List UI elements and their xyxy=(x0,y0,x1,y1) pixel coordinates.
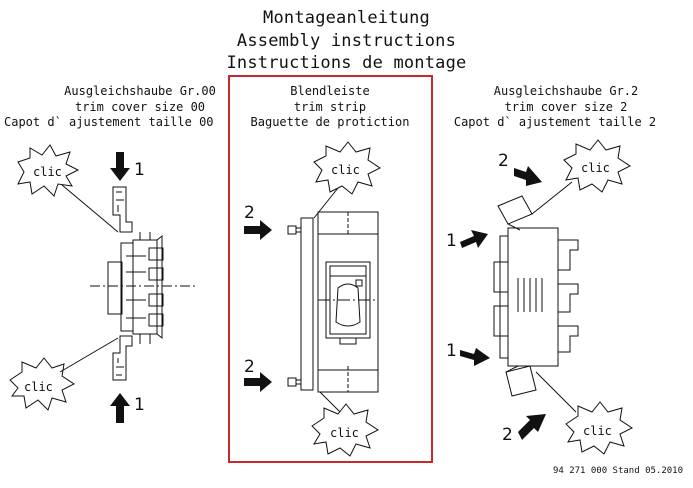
center-caption-3: Baguette de protiction xyxy=(250,115,410,129)
center-arrow-bottom xyxy=(244,372,272,392)
right-arrow-upper-2 xyxy=(514,166,542,186)
left-caption-2: trim cover size 00 xyxy=(74,100,206,114)
right-caption-2: trim cover size 2 xyxy=(504,100,628,114)
clic-label: clic xyxy=(330,426,359,440)
right-assembly xyxy=(493,195,579,397)
right-caption-1: Ausgleichshaube Gr.2 xyxy=(493,84,639,98)
right-arrow-lower-1 xyxy=(460,348,490,366)
footer-stand: 94 271 000 Stand 05.2010 xyxy=(552,466,683,476)
right-clic-burst-top: clic xyxy=(531,139,631,215)
left-caption-3: Capot d` ajustement taille 00 xyxy=(4,115,214,129)
center-clic-burst-bottom: clic xyxy=(311,391,379,457)
left-step-1-top: 1 xyxy=(134,160,145,180)
left-clic-burst-top: clic xyxy=(17,144,119,233)
center-step-2-top: 2 xyxy=(244,203,255,223)
clic-label: clic xyxy=(583,424,612,438)
center-caption-1: Blendleiste xyxy=(290,84,370,98)
right-step-1-top: 1 xyxy=(446,231,457,251)
left-arrow-up xyxy=(110,393,130,423)
right-step-2-top: 2 xyxy=(498,151,509,171)
title-line-1: Montageanleitung xyxy=(263,8,430,28)
clic-label: clic xyxy=(331,163,360,177)
left-clic-burst-bottom: clic xyxy=(9,337,119,411)
center-caption-2: trim strip xyxy=(293,100,367,114)
clic-label: clic xyxy=(33,165,62,179)
left-step-1-bottom: 1 xyxy=(134,395,145,415)
center-arrow-top xyxy=(244,220,272,240)
center-assembly xyxy=(287,211,379,393)
right-clic-burst-bottom: clic xyxy=(535,371,633,455)
left-arrow-down xyxy=(110,152,130,181)
center-panel-frame xyxy=(228,75,433,463)
clic-label: clic xyxy=(24,380,53,394)
clic-label: clic xyxy=(581,161,610,175)
right-step-2-bottom: 2 xyxy=(502,425,513,445)
right-arrow-upper-1 xyxy=(460,230,488,248)
right-step-1-bottom: 1 xyxy=(446,341,457,361)
right-arrow-lower-2 xyxy=(518,414,546,440)
center-clic-burst-top: clic xyxy=(313,141,381,219)
title-line-3: Instructions de montage xyxy=(226,53,467,73)
left-assembly xyxy=(90,186,195,381)
left-caption-1: Ausgleichshaube Gr.00 xyxy=(64,84,216,98)
right-caption-3: Capot d` ajustement taille 2 xyxy=(453,115,657,129)
center-step-2-bottom: 2 xyxy=(244,357,255,377)
title-line-2: Assembly instructions xyxy=(236,31,457,51)
